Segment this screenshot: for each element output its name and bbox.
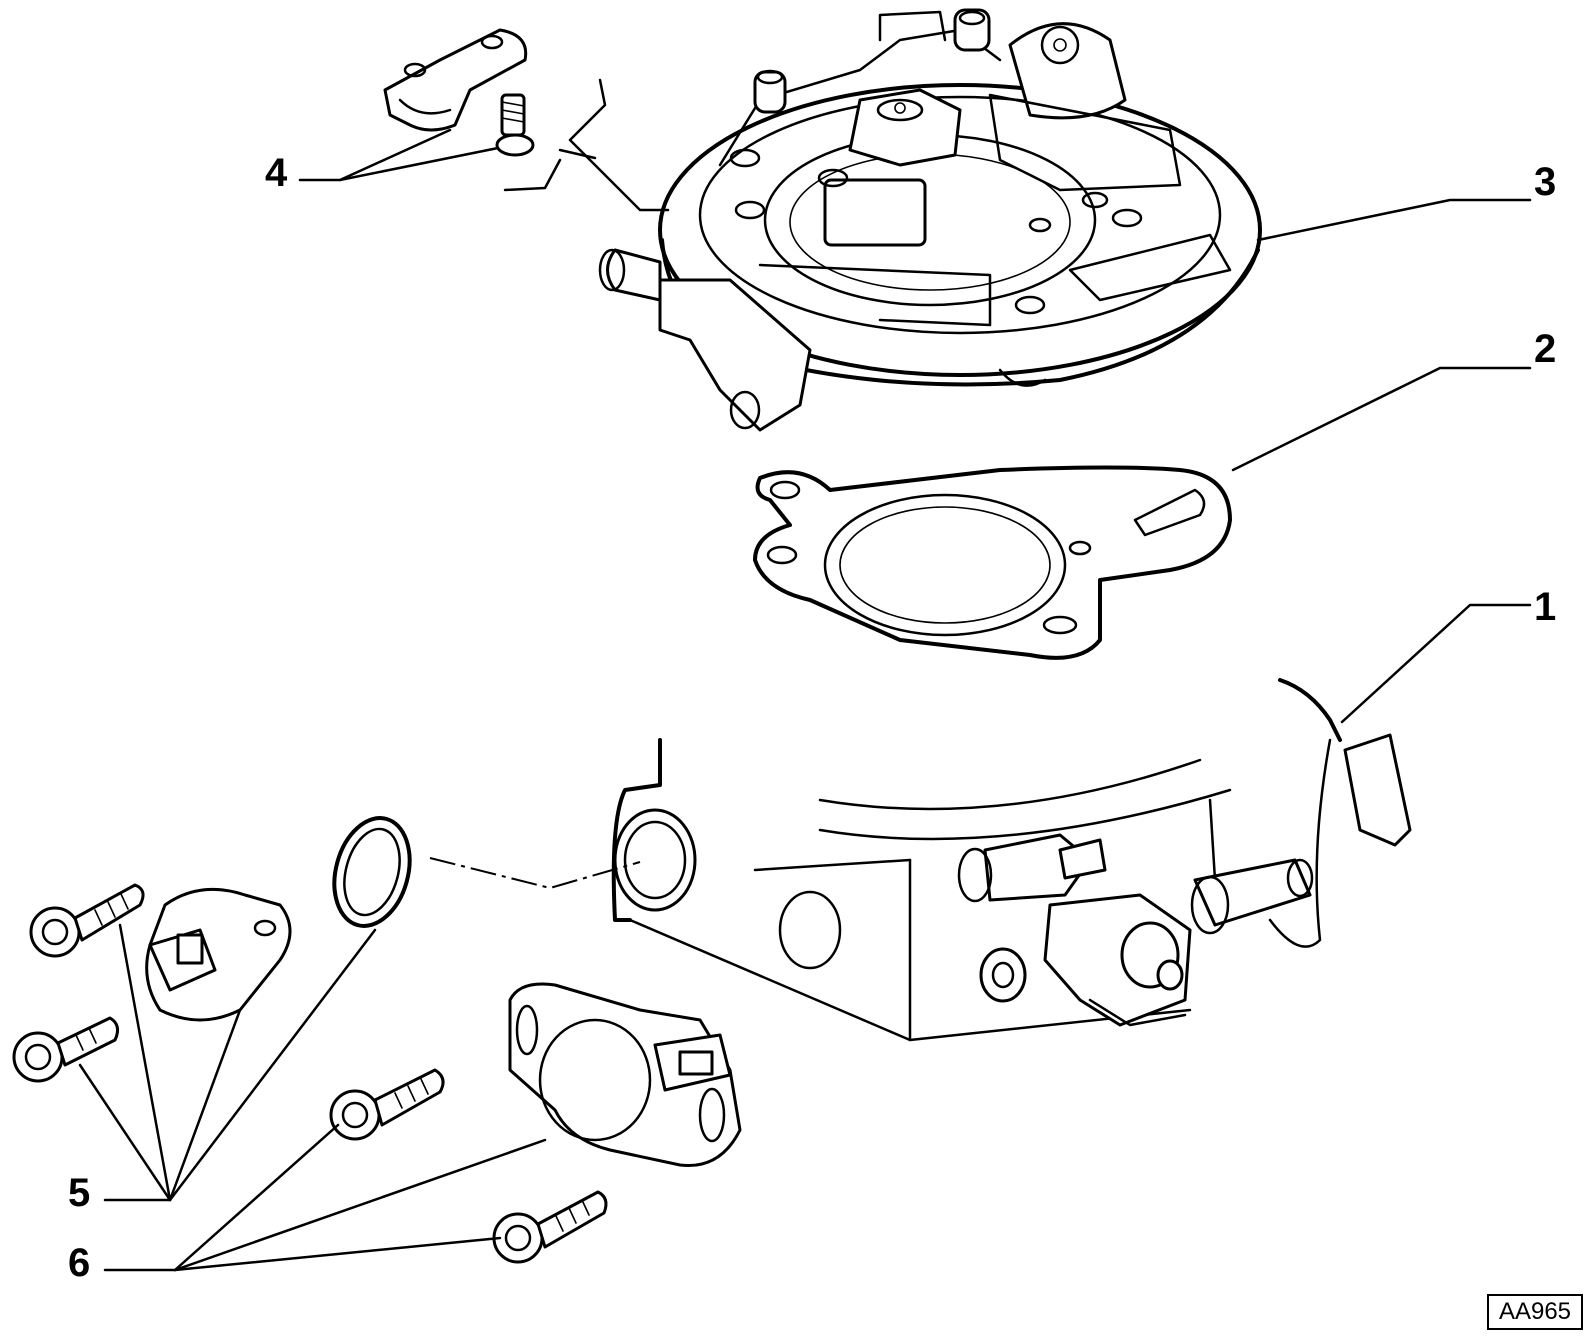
- part-1-throttle-body: [611, 678, 1412, 1042]
- part-5-sensor-and-screws: [12, 883, 292, 1083]
- reference-code: AA965: [1487, 1294, 1583, 1330]
- part-6-throttle-sensor-and-screws: [329, 982, 742, 1264]
- callout-5: 5: [68, 1171, 90, 1215]
- part-4-clip-and-bolt: [383, 28, 535, 157]
- part-3-injector-housing: [503, 8, 1262, 432]
- o-ring: [332, 816, 641, 928]
- callout-3: 3: [1534, 160, 1556, 204]
- callout-2: 2: [1534, 327, 1556, 371]
- callout-1: 1: [1534, 585, 1556, 629]
- callout-6: 6: [68, 1241, 90, 1285]
- callout-4: 4: [265, 151, 288, 195]
- leader-lines: [78, 128, 1532, 1272]
- part-2-gasket: [753, 465, 1232, 660]
